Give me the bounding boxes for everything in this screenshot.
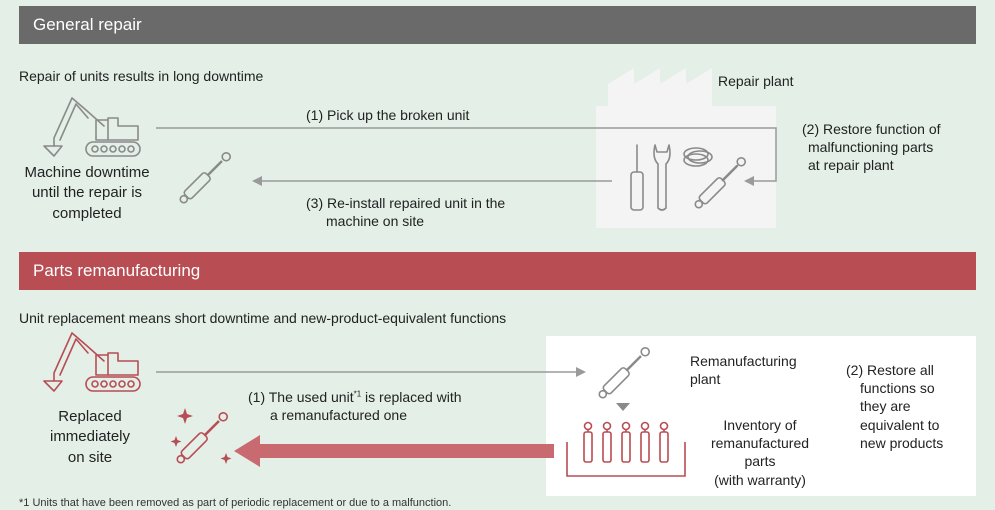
sparkle-icon bbox=[170, 408, 232, 464]
down-arrow bbox=[616, 403, 630, 411]
remanufacturing-plant-label: Remanufacturing plant bbox=[690, 353, 797, 388]
replaced-label: Replaced immediately on site bbox=[49, 408, 131, 466]
replacement-arrow-shaft bbox=[254, 444, 554, 458]
restore-label: (2) Restore function of malfunctioning p… bbox=[802, 121, 941, 174]
general-repair-subtitle: Repair of units results in long downtime bbox=[19, 68, 264, 84]
parts-remanufacturing-band: Parts remanufacturing bbox=[19, 252, 976, 290]
downtime-label: Machine downtime until the repair is com… bbox=[24, 164, 150, 222]
remanufacturing-subtitle: Unit replacement means short downtime an… bbox=[19, 310, 507, 326]
inventory-label: Inventory of remanufactured parts (with … bbox=[710, 417, 810, 488]
restore-all-label: (2) Restore all functions so they are eq… bbox=[846, 362, 944, 451]
general-repair-band: General repair bbox=[19, 6, 976, 44]
screwdriver-icon bbox=[630, 144, 644, 211]
wrench-icon bbox=[653, 144, 671, 211]
remanufacturing-plant-box bbox=[546, 336, 976, 496]
seal-ring-icon bbox=[683, 147, 713, 167]
pickup-arrow bbox=[156, 127, 777, 182]
footnote: *1 Units that have been removed as part … bbox=[19, 497, 452, 509]
parts-remanufacturing-title: Parts remanufacturing bbox=[33, 261, 201, 280]
repair-plant-label: Repair plant bbox=[718, 73, 794, 89]
replace-label: (1) The used unit*1 is replaced with a r… bbox=[248, 389, 462, 424]
pickup-label: (1) Pick up the broken unit bbox=[306, 107, 470, 123]
reinstall-label: (3) Re-install repaired unit in the mach… bbox=[306, 195, 506, 230]
general-repair-title: General repair bbox=[33, 15, 142, 34]
